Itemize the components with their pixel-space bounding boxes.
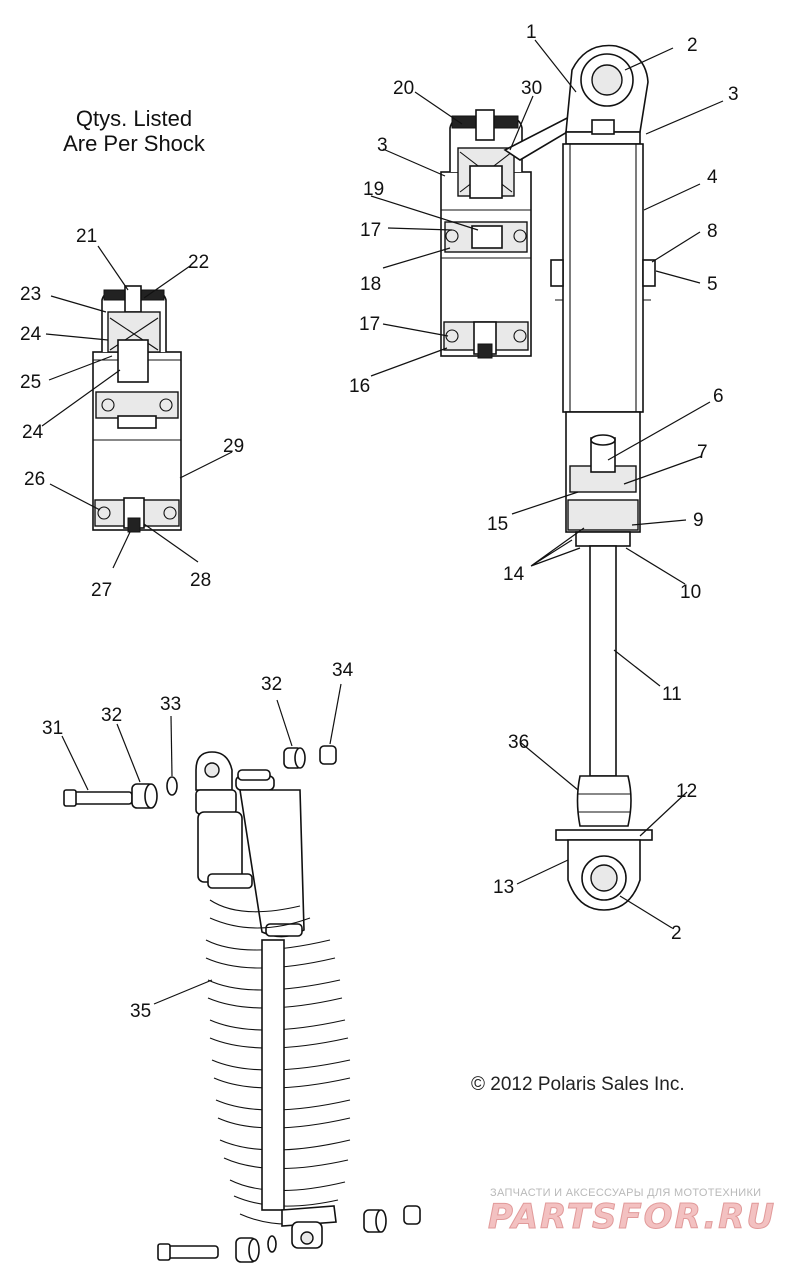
callout-31: 31 — [42, 718, 63, 739]
callout-33: 33 — [160, 694, 181, 715]
reservoir-detail-upper — [440, 109, 532, 359]
callout-1: 1 — [526, 22, 537, 43]
callout-2-upper: 2 — [687, 35, 698, 56]
callout-17-upper: 17 — [360, 220, 381, 241]
callout-24-lower: 24 — [22, 422, 44, 443]
callout-16: 16 — [349, 376, 370, 397]
callout-19: 19 — [363, 179, 384, 200]
main-shock-body — [550, 44, 656, 547]
callout-3-reservoir: 3 — [377, 135, 388, 156]
watermark-brand: PARTSFOR.RU — [488, 1197, 776, 1237]
callout-17-lower: 17 — [359, 314, 380, 335]
callout-3-main: 3 — [728, 84, 739, 105]
callout-22: 22 — [188, 252, 209, 273]
callout-10: 10 — [680, 582, 701, 603]
callout-27: 27 — [91, 580, 112, 601]
callout-24-upper: 24 — [20, 324, 42, 345]
qty-note-line2: Are Per Shock — [63, 131, 206, 156]
reservoir-detail-left — [92, 285, 182, 533]
callout-26: 26 — [24, 469, 45, 490]
callout-29: 29 — [223, 436, 244, 457]
callout-5: 5 — [707, 274, 718, 295]
callout-20: 20 — [393, 78, 414, 99]
watermark-tagline: ЗАПЧАСТИ И АКСЕССУАРЫ ДЛЯ МОТОТЕХНИКИ — [490, 1187, 761, 1199]
callout-9: 9 — [693, 510, 704, 531]
callout-32-left: 32 — [101, 705, 122, 726]
callout-numbers: 1 2 3 3 4 8 5 20 30 19 17 18 17 16 6 7 1… — [20, 22, 739, 1022]
callout-2-lower: 2 — [671, 923, 682, 944]
callout-12: 12 — [676, 781, 697, 802]
callout-36: 36 — [508, 732, 529, 753]
callout-30: 30 — [521, 78, 542, 99]
callout-15: 15 — [487, 514, 508, 535]
callout-6: 6 — [713, 386, 724, 407]
callout-35: 35 — [130, 1001, 151, 1022]
callout-25: 25 — [20, 372, 41, 393]
lower-eyelet — [555, 775, 653, 911]
leader-lines — [41, 39, 724, 1005]
callout-13: 13 — [493, 877, 514, 898]
callout-18: 18 — [360, 274, 381, 295]
callout-32-right: 32 — [261, 674, 282, 695]
callout-4: 4 — [707, 167, 718, 188]
piston-rod — [589, 545, 617, 777]
lower-hardware — [157, 1205, 421, 1263]
callout-23: 23 — [20, 284, 41, 305]
upper-hardware — [63, 745, 337, 809]
callout-28: 28 — [190, 570, 211, 591]
callout-34: 34 — [332, 660, 354, 681]
callout-14: 14 — [503, 564, 525, 585]
copyright-notice: © 2012 Polaris Sales Inc. — [471, 1074, 685, 1095]
assembled-shock — [195, 751, 351, 1249]
callout-7: 7 — [697, 442, 708, 463]
callout-11: 11 — [662, 684, 682, 705]
qty-note-line1: Qtys. Listed — [76, 106, 192, 131]
callout-8: 8 — [707, 221, 718, 242]
callout-21: 21 — [76, 226, 97, 247]
